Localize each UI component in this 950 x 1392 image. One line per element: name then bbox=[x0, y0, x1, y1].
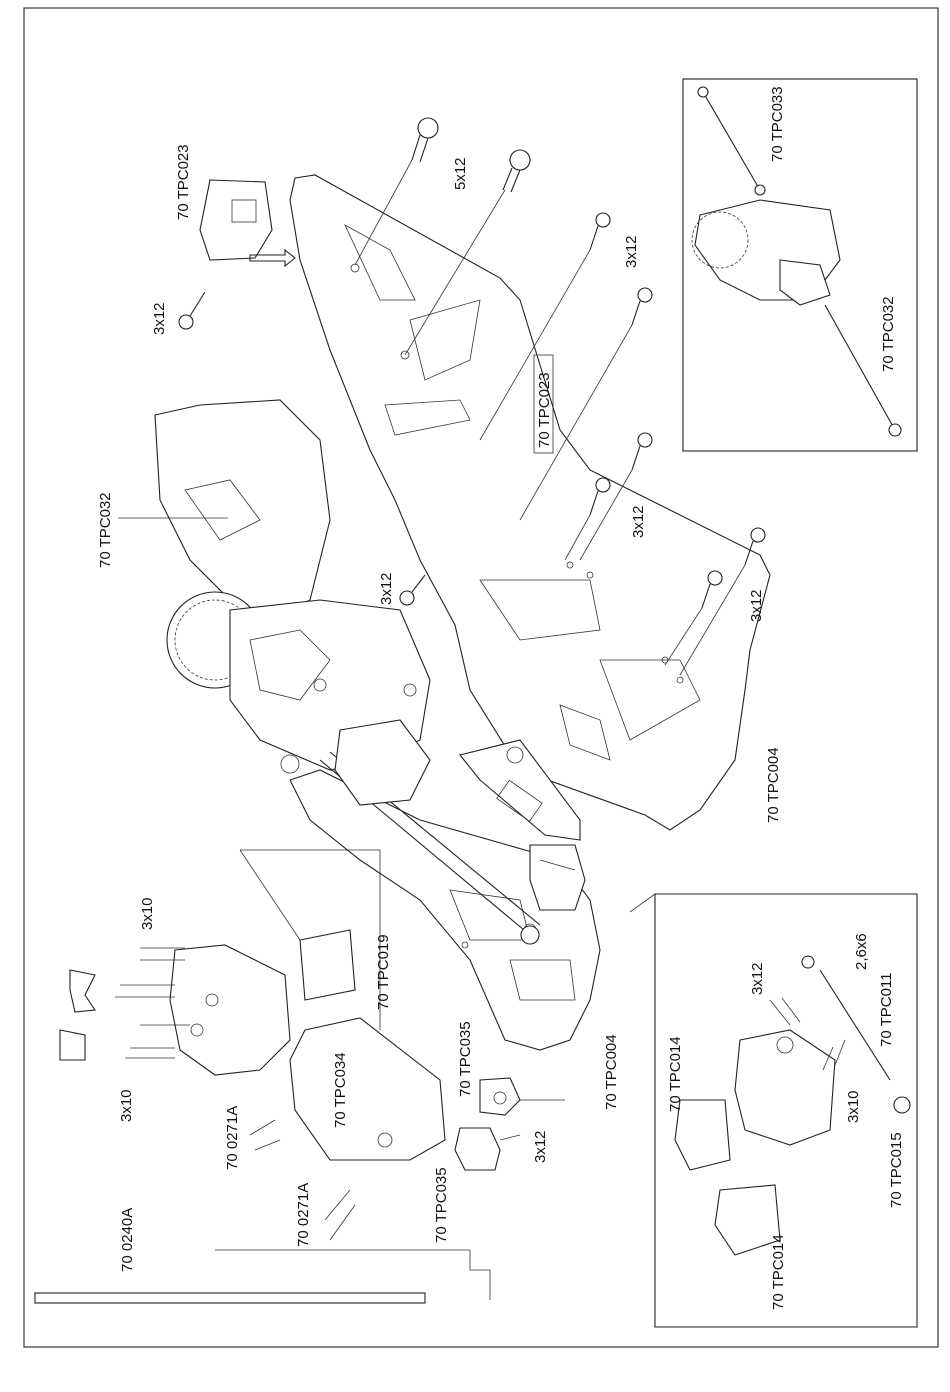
label-3x12-bottom: 3x12 bbox=[532, 1130, 549, 1163]
label-3x10-top: 3x10 bbox=[139, 897, 156, 930]
label-tpc023-boxed-text: 70 TPC023 bbox=[536, 372, 553, 448]
label-3x12-mid-left: 3x12 bbox=[378, 572, 395, 605]
inset-bottom-detail bbox=[675, 956, 910, 1255]
label-3x12-right: 3x12 bbox=[748, 589, 765, 622]
inset-top-detail bbox=[692, 87, 901, 436]
label-3x12-top-right: 3x12 bbox=[623, 235, 640, 268]
label-tpc014-top: 70 TPC014 bbox=[667, 1036, 684, 1112]
label-tpc014-bottom: 70 TPC014 bbox=[770, 1234, 787, 1310]
label-tpc015: 70 TPC015 bbox=[888, 1132, 905, 1208]
servo-mount-blocks bbox=[530, 845, 585, 910]
label-tpc032-inset: 70 TPC032 bbox=[880, 296, 897, 372]
rod-0240a bbox=[35, 1250, 490, 1303]
label-0240a: 70 0240A bbox=[119, 1208, 136, 1272]
label-tpc019: 70 TPC019 bbox=[375, 934, 392, 1010]
label-tpc032-main: 70 TPC032 bbox=[97, 492, 114, 568]
label-tpc004-right: 70 TPC004 bbox=[765, 747, 782, 823]
label-3x12-top-left: 3x12 bbox=[151, 302, 168, 335]
label-tpc033: 70 TPC033 bbox=[769, 86, 786, 162]
label-3x10-inset: 3x10 bbox=[845, 1090, 862, 1123]
label-tpc023-top: 70 TPC023 bbox=[175, 144, 192, 220]
label-tpc034: 70 TPC034 bbox=[332, 1052, 349, 1128]
label-3x10-bottom: 3x10 bbox=[118, 1089, 135, 1122]
label-tpc035-top: 70 TPC035 bbox=[457, 1021, 474, 1097]
inset-box-bottom-leader bbox=[630, 894, 655, 912]
bracket-tpc023 bbox=[200, 180, 295, 266]
label-5x12: 5x12 bbox=[452, 157, 469, 190]
label-0271a-bottom: 70 0271A bbox=[295, 1183, 312, 1247]
screw-3x12-h bbox=[179, 292, 205, 329]
label-0271a-top: 70 0271A bbox=[224, 1106, 241, 1170]
label-2-6x6: 2,6x6 bbox=[853, 933, 870, 970]
label-tpc035-bottom: 70 TPC035 bbox=[433, 1167, 450, 1243]
label-3x12-mid-right: 3x12 bbox=[630, 505, 647, 538]
label-tpc011: 70 TPC011 bbox=[878, 973, 895, 1048]
label-tpc004-bottom: 70 TPC004 bbox=[603, 1034, 620, 1110]
label-3x12-inset: 3x12 bbox=[749, 962, 766, 995]
screw-3x12-g bbox=[400, 575, 425, 605]
